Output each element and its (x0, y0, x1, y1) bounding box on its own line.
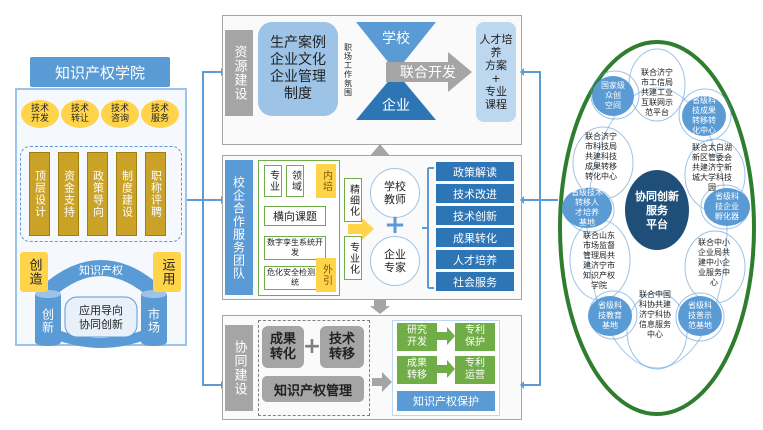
joint-dev-label: 联合开发 (400, 65, 456, 81)
pillars-container (20, 146, 182, 242)
arrow-up-1 (370, 144, 390, 156)
section-label-team: 校企合作服务团队 (225, 160, 253, 295)
label-innovation: 创新 (40, 308, 55, 334)
arrow-down-1 (370, 300, 390, 314)
school-label: 学校 (382, 31, 410, 47)
outcome-transform: 成果 转化 (262, 326, 304, 368)
label-apply: 运用 (153, 252, 181, 292)
system-box-2: 危化安全检测系统 (264, 266, 326, 290)
gray-arrow-bottom (372, 372, 392, 392)
tech-transfer: 技术 转移 (320, 326, 364, 368)
item-education-base: 省级科技教育基地 (588, 296, 632, 336)
service-tech-improve: 技术改进 (436, 184, 514, 203)
item-taibai-lake: 联合太白湖新区管委会共建济宁新城大学科技园 (692, 143, 732, 192)
service-transform: 成果转化 (436, 228, 514, 247)
green-rnd: 研究 开发 (397, 323, 437, 351)
hourglass-graphic (356, 22, 472, 120)
label-market: 市场 (146, 308, 161, 334)
left-title: 知识产权学院 (30, 57, 170, 87)
workplace-note: 职场工作氛围 (343, 43, 353, 97)
right-connectors (520, 68, 558, 389)
item-national-space: 国家级众创空间 (592, 76, 634, 116)
label-create: 创造 (20, 252, 48, 292)
enterprise-expert: 企业 专家 (370, 236, 420, 286)
green-arrows (437, 327, 455, 378)
section-label-resource: 资源建设 (225, 30, 253, 116)
refine-label: 精细化 (344, 178, 362, 222)
production-cases-block: 生产案例 企业文化 企业管理 制度 (258, 22, 338, 116)
item-industrial-internet: 联合济宁市工信局共建工业互联网示范平台 (641, 68, 673, 117)
green-patent-protect: 专利 保护 (455, 323, 495, 351)
service-social: 社会服务 (436, 272, 514, 291)
green-outcome-transfer: 成果 转移 (397, 356, 437, 384)
box-field: 领域 (286, 165, 304, 197)
ip-management: 知识产权管理 (262, 376, 364, 402)
arc-label: 知识产权 (79, 264, 123, 277)
outer-intro: 外引 (316, 258, 336, 292)
school-teacher: 学校 教师 (370, 168, 420, 218)
ip-protection: 知识产权保护 (397, 391, 495, 411)
item-cast-info: 联合中国科协共建济宁科协信息服务中心 (639, 290, 671, 339)
yellow-arrow (348, 218, 374, 240)
special-label: 专业化 (344, 236, 362, 280)
section-label-collab: 协同建设 (225, 325, 253, 411)
talent-plan-block: 人才培养 方案 + 专业 课程 (476, 22, 516, 122)
left-connectors (187, 68, 225, 389)
pillar-system: 制度建设 (116, 152, 137, 236)
oval-tech-dev: 技术开发 (21, 100, 59, 128)
item-provincial-transfer-center: 省级科技成果转移转化中心 (682, 96, 726, 136)
pillar-title-eval: 职称评聘 (145, 152, 166, 236)
horizontal-project: 横向课题 (264, 206, 326, 226)
item-sci-tech-bureau: 联合济宁市科技局共建科技成果转移转化中心 (585, 132, 617, 181)
service-policy: 政策解读 (436, 162, 514, 181)
ip-cycle-graphic (35, 260, 167, 348)
service-talent: 人才培养 (436, 250, 514, 269)
item-demo-base: 省级科技普示范基地 (678, 296, 722, 336)
plus-sign-mid: + (384, 210, 406, 240)
item-talent-base: 省级技术转移人才培养基地 (562, 188, 612, 228)
enterprise-label: 企业 (382, 98, 410, 114)
bracket-services (422, 167, 434, 289)
item-ip-college: 联合山东市场监督管理局共建济宁市知识产权学院 (583, 231, 615, 290)
platform-center: 协同创新 服务 平台 (635, 190, 679, 231)
oval-tech-transfer: 技术转让 (61, 100, 99, 128)
center-text: 应用导向 协同创新 (79, 304, 123, 331)
item-incubator: 省级科技企业孵化器 (704, 188, 750, 226)
item-sme-service: 联合中小企业局共建中小企业服务中心 (698, 238, 730, 287)
green-patent-operate: 专利 运营 (455, 356, 495, 384)
oval-tech-service: 技术服务 (141, 100, 179, 128)
box-major: 专业 (264, 165, 282, 197)
pillar-policy: 政策导向 (87, 152, 108, 236)
ip-dashed-box (258, 320, 370, 416)
system-box-1: 数字孪生系统开发 (264, 236, 326, 260)
pillar-funding: 资金支持 (58, 152, 79, 236)
oval-tech-consult: 技术咨询 (101, 100, 139, 128)
service-tech-innovate: 技术创新 (436, 206, 514, 225)
inner-training: 内培 (316, 164, 336, 198)
pillar-top-design: 顶层设计 (29, 152, 50, 236)
plus-sign-bottom: + (302, 333, 322, 359)
